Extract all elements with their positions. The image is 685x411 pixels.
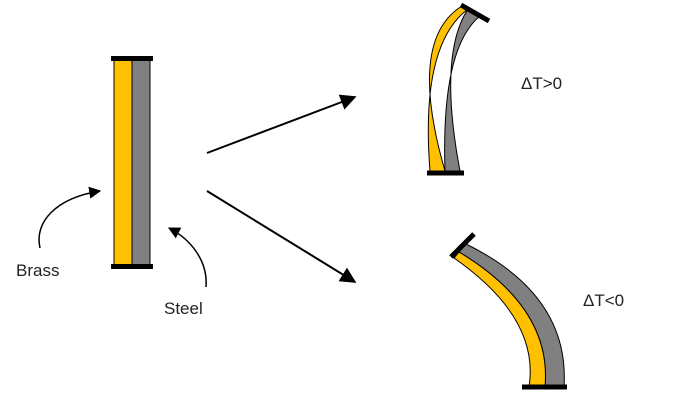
heated-top-cap <box>459 2 491 24</box>
heated-strip <box>427 2 491 176</box>
brass-label: Brass <box>16 261 59 280</box>
arrow-to-heated <box>206 94 357 154</box>
straight-top-cap <box>111 56 153 61</box>
cooled-label: ΔT<0 <box>583 291 624 310</box>
heated-steel-layer <box>444 8 481 172</box>
straight-strip <box>111 56 153 269</box>
cooled-top-cap <box>449 232 476 259</box>
straight-brass-layer <box>113 58 133 267</box>
straight-bottom-cap <box>111 264 153 269</box>
brass-pointer-arrow <box>38 186 102 249</box>
heated-label: ΔT>0 <box>521 74 562 93</box>
steel-pointer-arrow <box>167 227 207 288</box>
straight-steel-layer <box>131 58 151 267</box>
steel-label: Steel <box>164 299 203 318</box>
arrow-to-cooled <box>206 190 357 283</box>
cooled-strip <box>449 232 567 390</box>
